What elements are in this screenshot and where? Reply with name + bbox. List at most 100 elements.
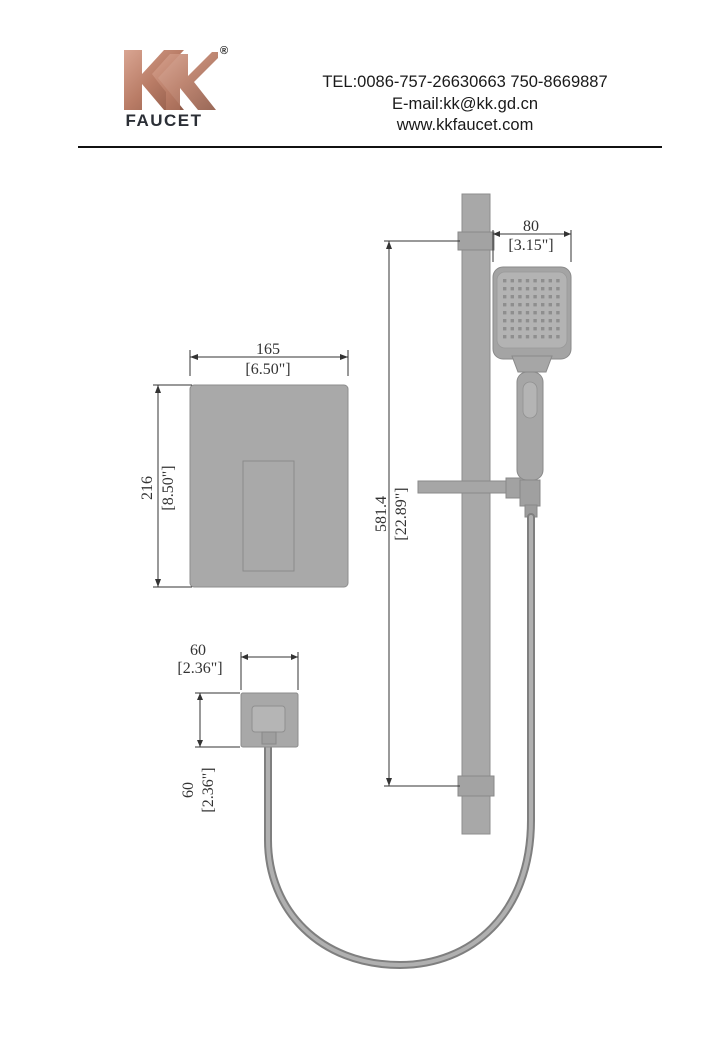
shower-nozzle (503, 303, 507, 307)
outlet-width-mm: 60 (190, 642, 206, 659)
shower-nozzle (556, 295, 560, 299)
head-width-mm: 80 (523, 218, 539, 235)
shower-nozzle (525, 303, 530, 307)
shower-nozzle (556, 327, 560, 331)
shower-nozzle (548, 319, 552, 323)
shower-nozzle (510, 335, 514, 339)
contact-tel: TEL:0086-757-26630663 750-8669887 (322, 73, 608, 91)
shower-nozzle (533, 311, 537, 315)
shower-button (522, 381, 538, 419)
shower-nozzle (556, 279, 560, 283)
outlet-width-dimension: 60 [2.36"] (177, 642, 299, 690)
outlet-height-mm: 60 (180, 782, 197, 798)
shower-nozzle (525, 279, 530, 283)
shower-nozzle (548, 279, 552, 283)
shower-nozzle (503, 295, 507, 299)
shower-nozzle (503, 279, 507, 283)
shower-nozzle (510, 311, 514, 315)
shower-nozzle (541, 327, 545, 331)
wall-outlet (240, 692, 299, 748)
header-rule (78, 146, 662, 148)
shower-nozzle (548, 327, 552, 331)
shower-nozzle (525, 319, 530, 323)
shower-nozzle (541, 295, 545, 299)
shower-nozzle (541, 319, 545, 323)
shower-nozzle (548, 295, 552, 299)
shower-nozzle (503, 287, 507, 291)
shower-nozzle (548, 311, 552, 315)
panel-width-dimension: 165 [6.50"] (189, 341, 349, 378)
slide-rail-bar (461, 193, 491, 835)
shower-nozzle (525, 327, 530, 331)
shower-nozzle (510, 327, 514, 331)
wall-outlet-connector (261, 731, 277, 745)
shower-nozzle (556, 287, 560, 291)
shower-nozzle (548, 303, 552, 307)
shower-nozzle (541, 303, 545, 307)
kk-logo-icon (124, 50, 218, 110)
outlet-width-in: [2.36"] (177, 660, 222, 677)
shower-nozzle (503, 327, 507, 331)
shower-nozzle (533, 287, 537, 291)
control-panel-inset (242, 460, 295, 572)
shower-nozzle (518, 295, 522, 299)
wall-outlet-knob (251, 705, 286, 733)
contact-email: E-mail:kk@kk.gd.cn (391, 95, 539, 113)
outlet-height-dimension: 60 [2.36"] (180, 692, 240, 813)
control-panel (189, 384, 349, 588)
hand-shower (492, 266, 572, 518)
shower-nozzle (556, 319, 560, 323)
shower-nozzle (556, 311, 560, 315)
shower-neck (511, 355, 553, 373)
head-width-in: [3.15"] (508, 237, 553, 254)
shower-nozzle (556, 303, 560, 307)
panel-height-mm: 216 (139, 476, 156, 500)
registered-mark: ® (220, 45, 229, 57)
shower-nozzle (518, 287, 522, 291)
contact-website: www.kkfaucet.com (396, 116, 534, 134)
shower-nozzle (518, 303, 522, 307)
shower-nozzle (510, 287, 514, 291)
shower-nozzle (533, 319, 537, 323)
shower-nozzle (510, 319, 514, 323)
shower-nozzle (533, 327, 537, 331)
shower-nozzle (510, 279, 514, 283)
shower-nozzle (510, 295, 514, 299)
shower-nozzle (503, 311, 507, 315)
shower-nozzles (503, 279, 560, 339)
shower-nozzle (503, 335, 507, 339)
shower-nozzle (541, 279, 545, 283)
shower-hose (264, 513, 535, 970)
shower-nozzle (525, 295, 530, 299)
shower-nozzle (548, 335, 552, 339)
rail-bottom-bracket (457, 775, 495, 797)
panel-height-dimension: 216 [8.50"] (139, 384, 192, 588)
rail-top-bracket (457, 231, 495, 251)
shower-nozzle (503, 319, 507, 323)
slide-rail (417, 193, 527, 835)
shower-nozzle (556, 335, 560, 339)
shower-nozzle (525, 287, 530, 291)
header: ® FAUCET TEL:0086-757-26630663 750-86698… (0, 0, 720, 160)
shower-nozzle (533, 303, 537, 307)
shower-nozzle (518, 327, 522, 331)
shower-nozzle (518, 279, 522, 283)
shower-nozzle (518, 311, 522, 315)
shower-nozzle (541, 311, 545, 315)
rail-length-in: [22.89"] (393, 487, 410, 540)
shower-nozzle (533, 279, 537, 283)
shower-handle-base (519, 479, 541, 507)
shower-nozzle (541, 287, 545, 291)
panel-width-in: [6.50"] (245, 361, 290, 378)
shower-nozzle (541, 335, 545, 339)
panel-width-mm: 165 (256, 341, 280, 358)
shower-nozzle (525, 335, 530, 339)
rail-length-mm: 581.4 (373, 496, 390, 532)
shower-nozzle (533, 335, 537, 339)
head-width-dimension: 80 [3.15"] (492, 218, 572, 262)
shower-nozzle (533, 295, 537, 299)
control-panel-plate (189, 384, 349, 588)
shower-nozzle (510, 303, 514, 307)
panel-height-in: [8.50"] (160, 465, 177, 510)
